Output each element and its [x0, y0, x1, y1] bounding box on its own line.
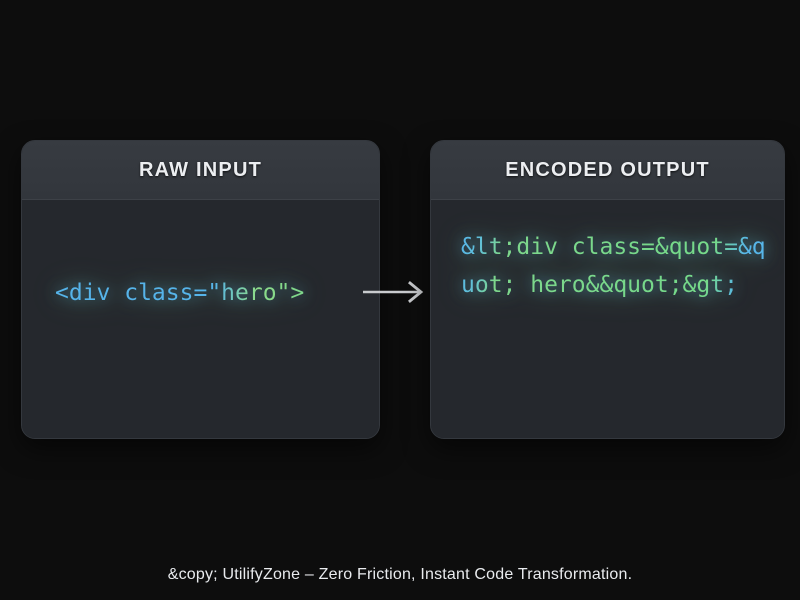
- panel-encoded-output-body: &lt;div class=&quot=&quot; hero&&quot;&g…: [431, 200, 784, 438]
- footer-text: &copy; UtilifyZone – Zero Friction, Inst…: [167, 566, 633, 583]
- panel-encoded-output-header: ENCODED OUTPUT: [431, 141, 784, 200]
- raw-code-text: <div class="hero">: [55, 274, 359, 312]
- panel-raw-input-header: RAW INPUT: [22, 141, 379, 200]
- footer: &copy; UtilifyZone – Zero Friction, Inst…: [0, 566, 800, 584]
- arrow-right-icon: [363, 279, 428, 305]
- panel-raw-input-body: <div class="hero">: [22, 200, 379, 438]
- encoded-code-text: &lt;div class=&quot=&quot; hero&&quot;&g…: [461, 228, 766, 304]
- panel-raw-input-title: RAW INPUT: [138, 158, 263, 181]
- panel-encoded-output-title: ENCODED OUTPUT: [505, 158, 710, 181]
- panel-encoded-output: ENCODED OUTPUT &lt;div class=&quot=&quot…: [430, 140, 785, 439]
- panel-raw-input: RAW INPUT <div class="hero">: [21, 140, 380, 439]
